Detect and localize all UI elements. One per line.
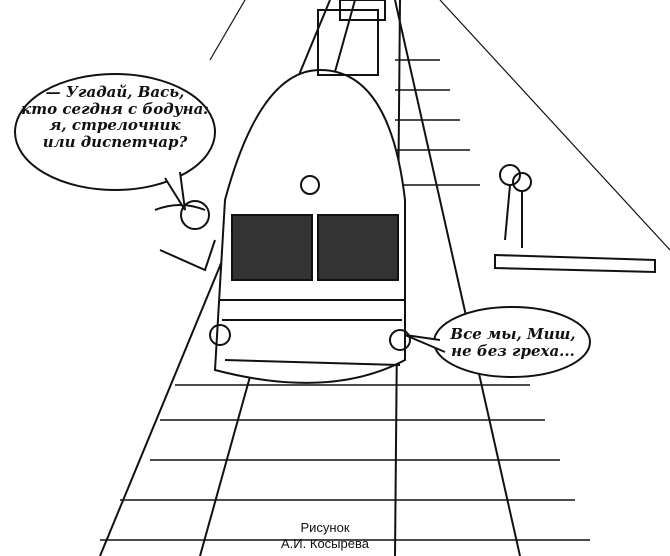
signature-line-2: А.И. Косырева <box>281 535 369 551</box>
train-window-left <box>231 214 313 281</box>
headlight-top <box>300 175 320 195</box>
train-car-3 <box>339 0 386 21</box>
bubble-left-line-3: я, стрелочник <box>49 116 181 134</box>
artist-signature: Рисунок А.И. Косырева <box>270 520 380 551</box>
speech-bubble-right: Все мы, Миш, не без греха... <box>448 326 578 359</box>
train-window-right <box>317 214 399 281</box>
platform-person-2-head <box>512 172 532 192</box>
bubble-left-line-4: или диспетчар? <box>42 132 188 151</box>
bubble-left-line-1: — Угадай, Вась, <box>45 83 185 101</box>
man-head <box>180 200 210 230</box>
platform <box>494 253 656 274</box>
bubble-left-line-2: кто сегдня с бодуна: <box>21 99 209 118</box>
right-rail-near <box>394 0 521 556</box>
speech-bubble-left: — Угадай, Вась, кто сегдня с бодуна: я, … <box>20 84 210 150</box>
headlight-right <box>389 329 411 351</box>
train-car-2 <box>317 9 379 76</box>
bubble-right-line-1: Все мы, Миш, <box>450 325 576 343</box>
bubble-right-line-2: не без греха... <box>451 341 575 360</box>
signature-line-1: Рисунок <box>300 520 350 535</box>
bubble-left-shape <box>14 73 216 191</box>
headlight-left <box>209 324 231 346</box>
